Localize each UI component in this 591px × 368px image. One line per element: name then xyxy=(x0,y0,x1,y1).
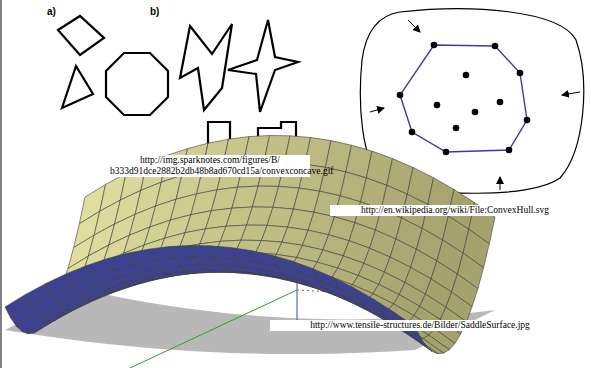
saddle-surface xyxy=(5,136,495,368)
mesh-cell xyxy=(354,288,380,311)
frame-line xyxy=(1,0,2,368)
concave-shapes xyxy=(180,20,298,153)
source-url: http://img.sparknotes.com/figures/B/ b33… xyxy=(110,155,310,177)
convex-shapes xyxy=(58,16,168,115)
mesh-cell xyxy=(333,277,359,298)
source-url: http://en.wikipedia.org/wiki/File:Convex… xyxy=(330,205,580,216)
source-url: http://www.tensile-structures.de/Bilder/… xyxy=(270,320,570,331)
part-label: b) xyxy=(150,6,170,17)
convex-hull-figure xyxy=(360,9,583,193)
part-label: a) xyxy=(47,6,67,17)
